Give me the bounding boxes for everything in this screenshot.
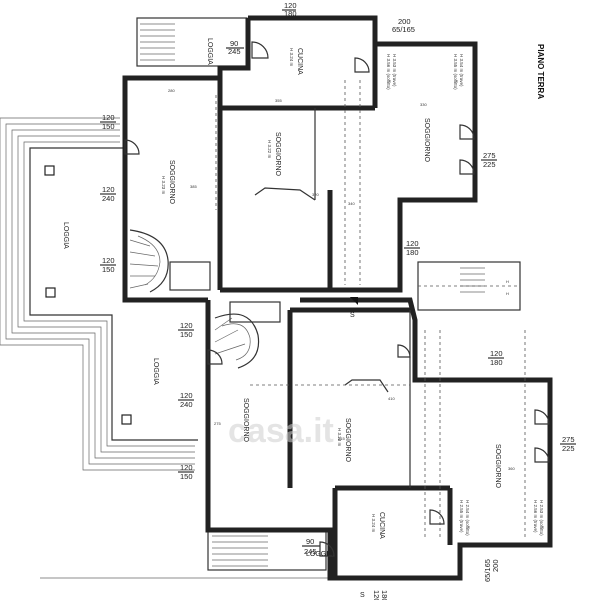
- dim-label: 120: [490, 349, 503, 358]
- dim-label: 240: [180, 400, 193, 409]
- section-arrow: [350, 297, 358, 305]
- pillar: [45, 287, 56, 298]
- spiral-stair-bottom: [214, 301, 281, 369]
- spiral-stair-top: [129, 229, 211, 293]
- bottom-unit-walls: [205, 297, 553, 581]
- page-title: PIANO TERRA: [536, 44, 545, 99]
- section-mark: S: [350, 312, 355, 319]
- dim-label: 120: [102, 185, 115, 194]
- dim-label: 200: [491, 559, 500, 572]
- measure-mark: 340: [348, 201, 355, 206]
- measure-mark: 275: [214, 421, 221, 426]
- dim-label: 120: [180, 321, 193, 330]
- room-height-cucina-bot: H 3.24 m: [371, 514, 376, 533]
- dim-label: 245: [228, 47, 241, 56]
- dim-label: 120: [372, 590, 381, 600]
- dim-label: 65/165: [392, 25, 415, 34]
- measure-mark: 315: [338, 436, 345, 441]
- height-br-c: H 2.56 m (trave): [533, 500, 538, 533]
- dim-label: 225: [562, 444, 575, 453]
- room-label-soggiorno-b: SOGGIORNO: [168, 160, 175, 205]
- dim-label: 120: [102, 256, 115, 265]
- room-label-loggia-big: LOGGIA: [62, 222, 69, 249]
- measure-mark: 330: [420, 102, 427, 107]
- measure-mark: 320: [312, 192, 319, 197]
- room-label-loggia-top: LOGGIA: [206, 38, 213, 65]
- measure-mark: 385: [190, 184, 197, 189]
- height-tr-a: H 3.53 m (trave): [392, 54, 397, 87]
- height-tr-c: H 3.54 m (trave): [459, 54, 464, 87]
- room-height-soggiorno-e: H 3.23 m: [337, 428, 342, 447]
- dim-label: 90: [230, 39, 238, 48]
- dim-label: 90: [306, 537, 314, 546]
- dim-label: 120: [180, 391, 193, 400]
- measure-mark: H: [506, 279, 509, 284]
- room-label-soggiorno-a: SOGGIORNO: [274, 132, 281, 177]
- dim-label: 180: [284, 9, 297, 18]
- pillar: [121, 414, 132, 425]
- room-height-cucina-top: H 3.24 m: [289, 48, 294, 67]
- section-mark: S: [360, 592, 365, 599]
- doors: [124, 41, 550, 557]
- measure-mark: 410: [388, 396, 395, 401]
- top-unit-walls: [122, 15, 478, 303]
- dim-label: 65/165: [483, 559, 492, 582]
- dim-label: 275: [483, 151, 496, 160]
- dim-label: 180: [380, 590, 389, 600]
- dim-label: 120: [102, 113, 115, 122]
- height-br-a: H 2.55 m (trave): [459, 500, 464, 533]
- room-label-loggia-mid: LOGGIA: [152, 358, 159, 385]
- dim-label: 150: [180, 330, 193, 339]
- dim-label: 150: [102, 122, 115, 131]
- room-label-soggiorno-c: SOGGIORNO: [423, 118, 430, 163]
- room-label-cucina-bot: CUCINA: [378, 512, 385, 539]
- room-height-soggiorno-a: H 3.22 m: [267, 140, 272, 159]
- dim-label: 240: [102, 194, 115, 203]
- measure-mark: 280: [168, 88, 175, 93]
- left-terrace: [0, 117, 198, 471]
- measure-mark: 355: [275, 98, 282, 103]
- bottom-loggia: [40, 529, 330, 579]
- room-height-soggiorno-b: H 3.23 m: [161, 176, 166, 195]
- dim-label: 180: [406, 248, 419, 257]
- room-label-loggia-bot: LOGGIA: [306, 551, 333, 558]
- measure-mark: H: [506, 291, 509, 296]
- dim-label: 180: [490, 358, 503, 367]
- height-br-d: H 2.53 m (soffitto): [539, 500, 544, 536]
- dim-label: 200: [398, 17, 411, 26]
- height-br-b: H 2.54 m (soffitto): [465, 500, 470, 536]
- dim-label: 120: [180, 463, 193, 472]
- right-steps: [417, 261, 521, 311]
- dim-label: 225: [483, 160, 496, 169]
- dim-label: 275: [562, 435, 575, 444]
- dim-label: 120: [406, 239, 419, 248]
- room-label-soggiorno-f: SOGGIORNO: [494, 444, 501, 489]
- top-loggia: [136, 17, 248, 67]
- height-tr-b: H 3.56 m (soffitto): [386, 54, 391, 90]
- beam-lines: [215, 80, 526, 540]
- room-label-soggiorno-e: SOGGIORNO: [344, 418, 351, 463]
- measure-mark: 360: [508, 466, 515, 471]
- watermark: casa.it: [228, 412, 334, 450]
- dim-label: 120: [284, 1, 297, 10]
- room-label-cucina-top: CUCINA: [296, 48, 303, 75]
- pillar: [44, 165, 55, 176]
- dim-label: 150: [180, 472, 193, 481]
- dim-label: 245: [304, 547, 317, 556]
- room-label-soggiorno-d: SOGGIORNO: [242, 398, 249, 443]
- height-tr-d: H 3.55 m (soffitto): [453, 54, 458, 90]
- dim-label: 150: [102, 265, 115, 274]
